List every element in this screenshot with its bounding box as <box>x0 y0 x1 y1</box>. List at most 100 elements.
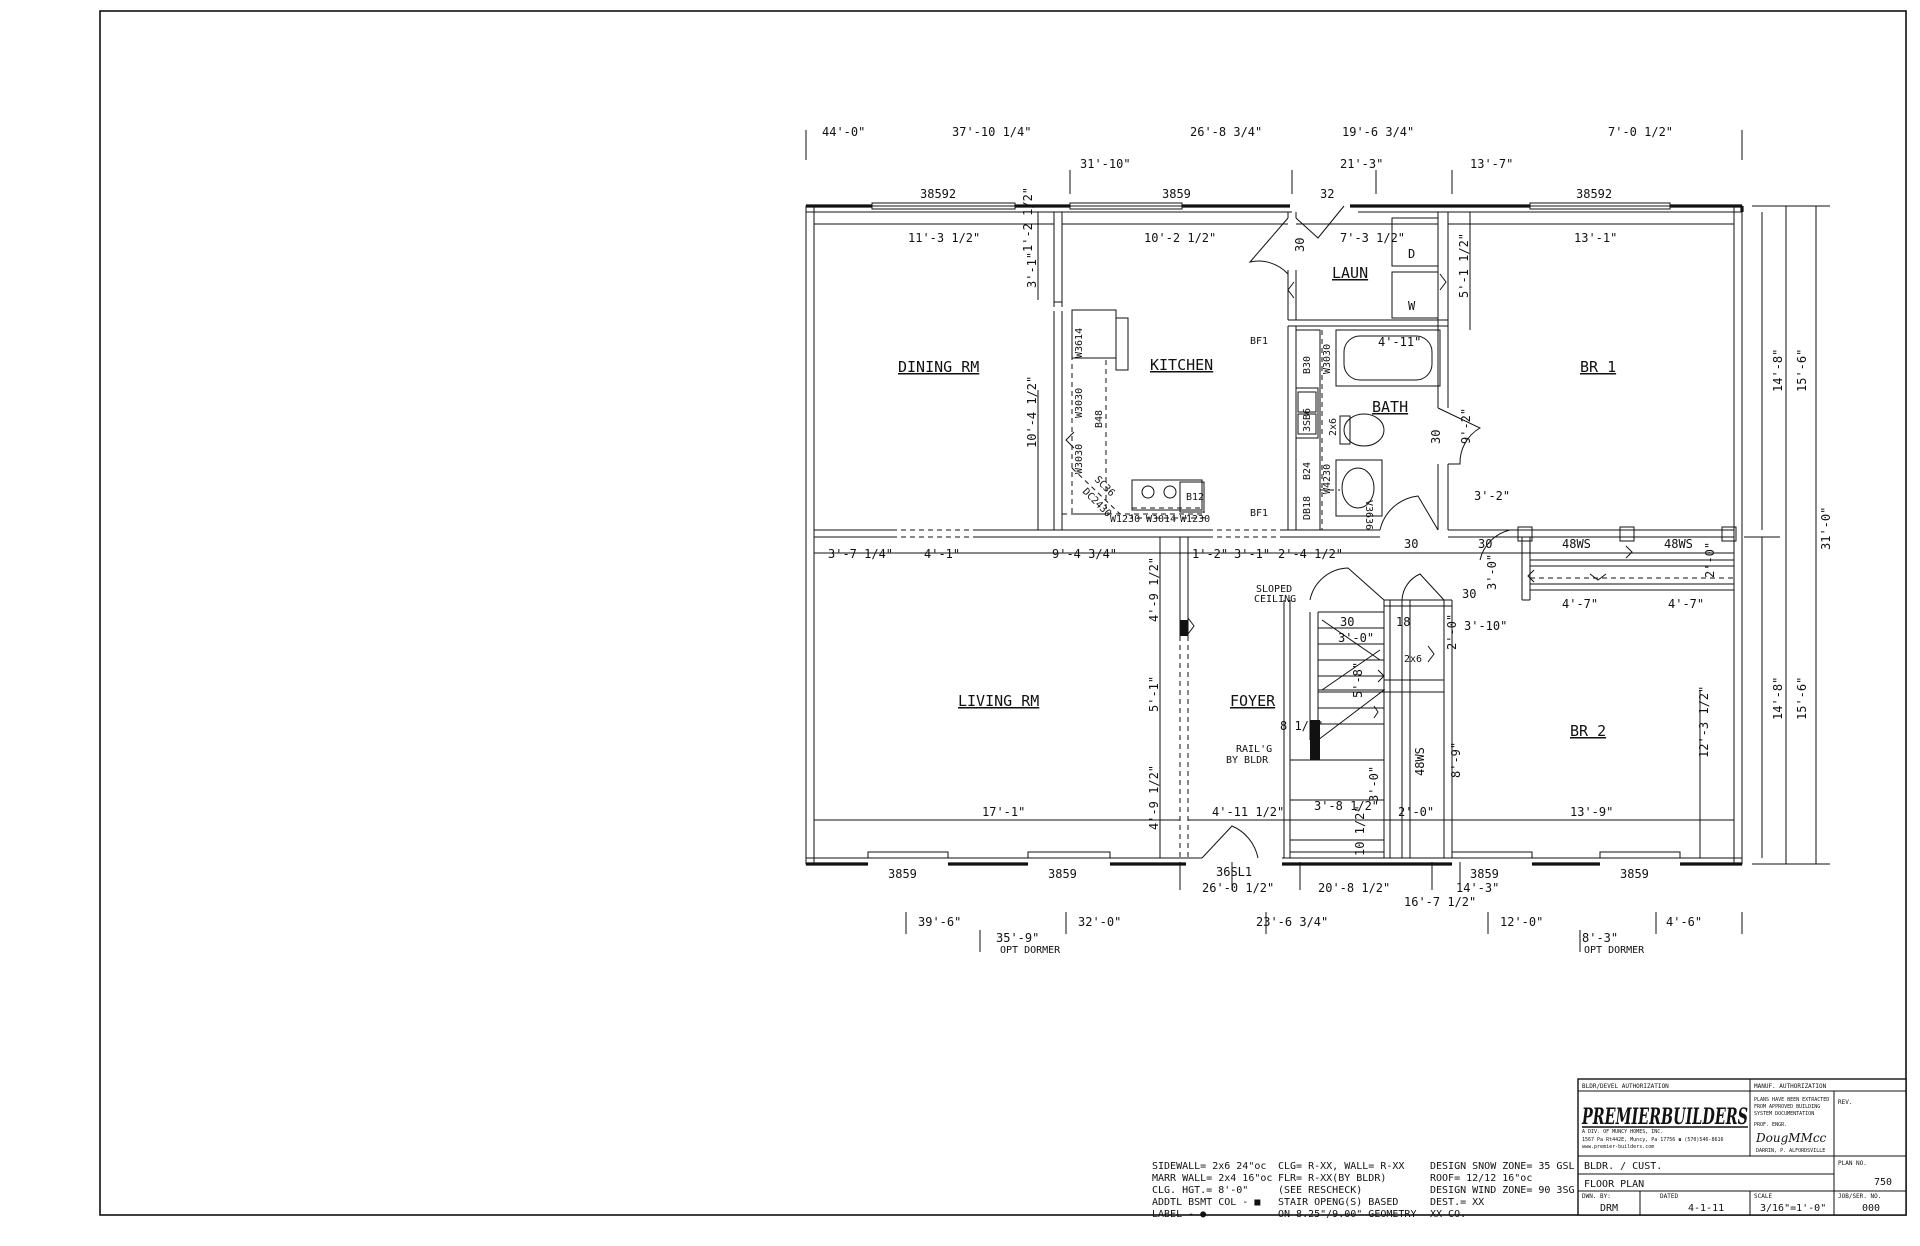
top-dim-1: 44'-0" <box>822 125 865 139</box>
tb-customer: BLDR. / CUST. <box>1584 1161 1662 1172</box>
dim-d42: 15'-6" <box>1795 677 1809 720</box>
dim-d5: 13'-1" <box>1574 231 1617 245</box>
dim-d3: 10'-2 1/2" <box>1144 231 1216 245</box>
spec-c1-4: ADDTL BSMT COL - ■ <box>1152 1197 1260 1208</box>
top-dim-2: 37'-10 1/4" <box>952 125 1031 139</box>
room-label-laun: LAUN <box>1332 264 1368 282</box>
dim-d25: 13'-9" <box>1570 805 1613 819</box>
cab-label-4: W3030 <box>1074 444 1085 474</box>
top-windows <box>871 202 1671 210</box>
top-dim-7: 21'-3" <box>1340 157 1383 171</box>
top-window-1: 38592 <box>920 187 956 201</box>
dim-d33: 5'-8" <box>1351 662 1365 698</box>
dim-d12: 3'-7 1/4" <box>828 547 893 561</box>
stair-treads <box>1290 611 1444 853</box>
tb-plan-no: 750 <box>1874 1177 1892 1188</box>
spec-c2-3: (SEE RESCHECK) <box>1278 1185 1362 1196</box>
cab-label-14: 2x6 <box>1328 418 1339 436</box>
tb-logo: PREMIERBUILDERS <box>1581 1104 1748 1130</box>
top-window-3: 32 <box>1320 187 1334 201</box>
tb-sheet-title: FLOOR PLAN <box>1584 1179 1644 1190</box>
cab-label-13: 3SB6 <box>1302 408 1313 432</box>
tb-dated: 4-1-11 <box>1688 1203 1724 1214</box>
cab-label-16: W4230 <box>1322 464 1333 494</box>
dormer-dim-1: 35'-9" <box>996 931 1039 945</box>
room-label-br2: BR 2 <box>1570 722 1606 740</box>
bottom-windows <box>867 851 1681 859</box>
interior-walls <box>814 212 1737 858</box>
door-label-3: 30 <box>1404 537 1418 551</box>
cab-label-10: B12 <box>1186 492 1204 503</box>
bottom-run-dim-1: 39'-6" <box>918 915 961 929</box>
tb-plan-no-label: PLAN NO. <box>1838 1160 1867 1167</box>
room-label-br1: BR 1 <box>1580 358 1616 376</box>
plan-labels: DINING RM KITCHEN LAUN BATH BR 1 LIVING … <box>822 125 1833 956</box>
laundry-fixtures <box>1391 217 1439 319</box>
bottom-window-5: 3859 <box>1620 867 1649 881</box>
dim-d6: 3'-1" <box>1025 252 1039 288</box>
door-label-1: 30 <box>1293 238 1307 252</box>
cab-label-2: W3030 <box>1074 388 1085 418</box>
tb-manuf-auth: MANUF. AUTHORIZATION <box>1754 1083 1827 1090</box>
dim-d19: 5'-1" <box>1147 676 1161 712</box>
cab-label-8: W3014 <box>1146 514 1176 525</box>
dim-d43: 31'-0" <box>1819 507 1833 550</box>
dim-d4: 7'-3 1/2" <box>1340 231 1405 245</box>
dim-d13: 4'-1" <box>924 547 960 561</box>
cab-label-7: W1230 <box>1110 514 1140 525</box>
cab-label-3: B48 <box>1094 410 1105 428</box>
cab-label-19: 2x6 <box>1404 654 1422 665</box>
tb-scale-label: SCALE <box>1754 1193 1772 1200</box>
spec-c3-1: DESIGN SNOW ZONE= 35 GSL <box>1430 1161 1575 1172</box>
top-dim-4: 19'-6 3/4" <box>1342 125 1414 139</box>
cab-label-12: W3030 <box>1322 344 1333 374</box>
room-label-foyer: FOYER <box>1230 692 1276 710</box>
bottom-dim-2: 20'-8 1/2" <box>1318 881 1390 895</box>
closet-swing-marks <box>1065 273 1633 719</box>
dim-d9: 4'-11" <box>1378 335 1421 349</box>
cab-label-20: D <box>1408 247 1415 261</box>
dim-d21: 17'-1" <box>982 805 1025 819</box>
bottom-run-dim-3: 23'-6 3/4" <box>1256 915 1328 929</box>
tb-job-no: 000 <box>1862 1203 1880 1214</box>
tb-dated-label: DATED <box>1660 1193 1678 1200</box>
room-label-living: LIVING RM <box>958 692 1039 710</box>
bottom-run-dim-4: 12'-0" <box>1500 915 1543 929</box>
dim-d24: 2'-0" <box>1398 805 1434 819</box>
dormer-label-2: OPT DORMER <box>1584 945 1645 956</box>
spec-c1-5: LABEL - ● <box>1152 1209 1206 1220</box>
dim-d18: 4'-9 1/2" <box>1147 557 1161 622</box>
tb-division: A DIV. OF MUNCY HOMES, INC. <box>1582 1129 1663 1135</box>
top-dim-8: 13'-7" <box>1470 157 1513 171</box>
dim-d39: 14'-8" <box>1771 349 1785 392</box>
tb-job-label: JOB/SER. NO. <box>1838 1193 1881 1200</box>
cab-label-18: V3636 <box>1363 500 1374 530</box>
tb-dwn-by: DRM <box>1600 1203 1618 1214</box>
bath-fixtures <box>1335 329 1441 517</box>
note-railing-2: BY BLDR <box>1226 755 1269 766</box>
dim-d30: 3'-0" <box>1338 631 1374 645</box>
dim-d15: 1'-2" <box>1192 547 1228 561</box>
bottom-run-dim-5: 4'-6" <box>1666 915 1702 929</box>
room-label-dining: DINING RM <box>898 358 979 376</box>
tb-rev-label: REV. <box>1838 1099 1852 1106</box>
dim-d11: 3'-2" <box>1474 489 1510 503</box>
dim-d29: 2'-0" <box>1703 542 1717 578</box>
spec-c2-1: CLG= R-XX, WALL= R-XX <box>1278 1161 1404 1172</box>
spec-notes: SIDEWALL= 2x6 24"oc MARR WALL= 2x4 16"oc… <box>1152 1161 1575 1220</box>
dim-d40: 15'-6" <box>1795 349 1809 392</box>
dim-d22: 4'-11 1/2" <box>1212 805 1284 819</box>
top-dim-5: 7'-0 1/2" <box>1608 125 1673 139</box>
dim-d16: 3'-1" <box>1234 547 1270 561</box>
door-label-2: 30 <box>1429 430 1443 444</box>
dim-d35: 3'-0" <box>1367 766 1381 802</box>
top-window-2: 3859 <box>1162 187 1191 201</box>
dim-d10: 9'-2" <box>1459 408 1473 444</box>
bottom-window-4: 3859 <box>1470 867 1499 881</box>
bottom-dim-3: 14'-3" <box>1456 881 1499 895</box>
tb-engineer: DARRIN, P. ALFORDSVILLE <box>1756 1148 1825 1154</box>
dim-d31: 2'-0" <box>1445 614 1459 650</box>
spec-c2-4: STAIR OPENG(S) BASED <box>1278 1197 1398 1208</box>
top-dim-6: 31'-10" <box>1080 157 1131 171</box>
spec-c3-3: DESIGN WIND ZONE= 90 3SG <box>1430 1185 1575 1196</box>
